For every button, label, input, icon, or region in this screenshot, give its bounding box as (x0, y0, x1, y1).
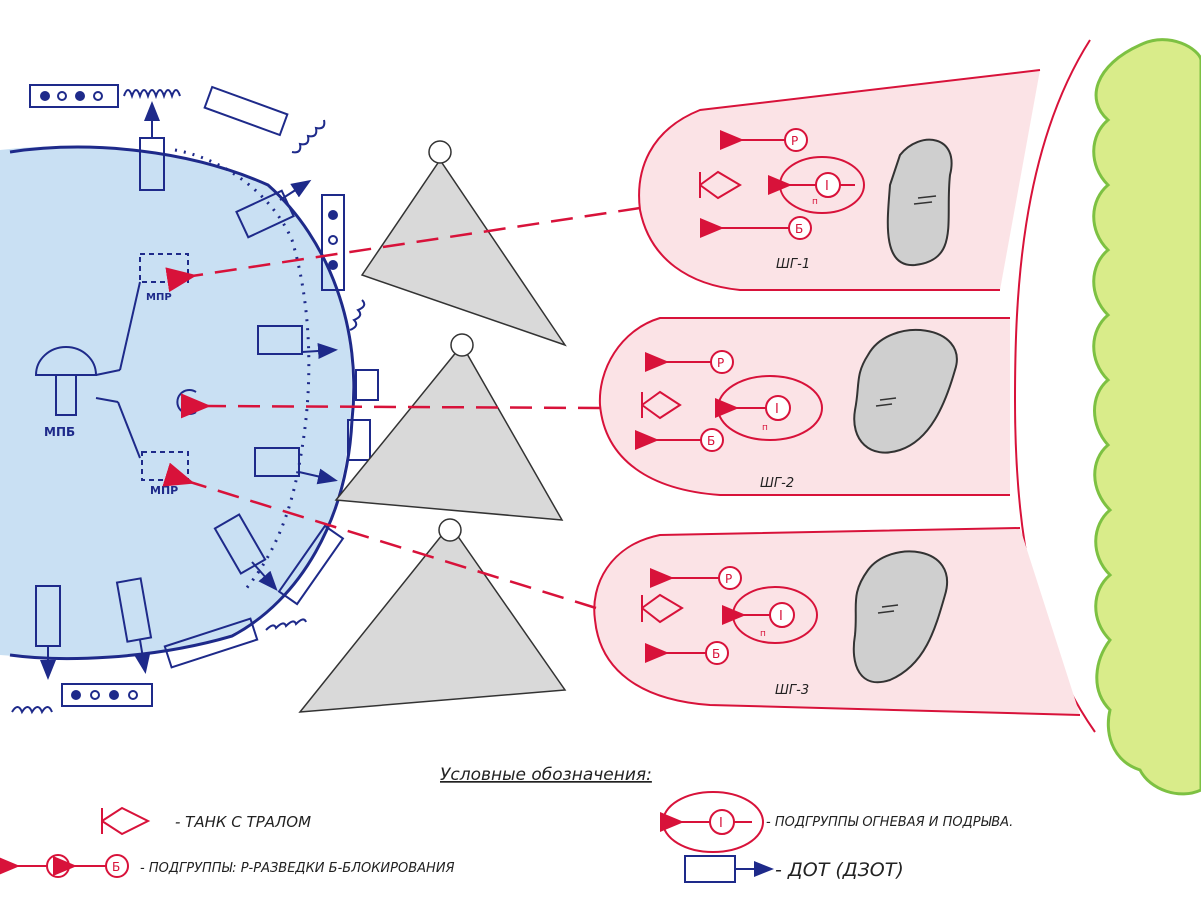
hills (298, 158, 567, 713)
legend-r-label: Р (53, 860, 60, 874)
sg3-r: Р (725, 572, 732, 586)
legend-tank-icon (101, 806, 151, 836)
mpb-symbol (34, 253, 197, 481)
legend-rb-text: - ПОДГРУППЫ: Р-РАЗВЕДКИ Б-БЛОКИРОВАНИЯ (140, 861, 455, 876)
defense-area (0, 146, 352, 658)
sg3-p: п (760, 629, 766, 639)
group-sg2 (598, 317, 1010, 496)
sg2-fire: I (775, 402, 779, 417)
group-sg3 (593, 527, 1081, 716)
label-sg2: ШГ-2 (760, 476, 794, 491)
sg2-b: Б (707, 434, 715, 448)
legend-dot-text: - ДОТ (ДЗОТ) (775, 859, 904, 881)
legend-dot-icon (684, 855, 774, 883)
label-mpb: МПБ (44, 425, 75, 439)
label-mpr-top: МПР (146, 292, 172, 303)
legend-fire-icon-label: I (719, 816, 723, 831)
label-sg3: ШГ-3 (775, 683, 809, 698)
label-mpr-bottom: МПР (150, 484, 178, 497)
sg1-fire: I (825, 179, 829, 194)
forest (1092, 38, 1201, 796)
sg2-r: Р (717, 356, 724, 370)
sg3-fire: I (779, 609, 783, 624)
legend-title: Условные обозначения: (440, 765, 652, 785)
legend-fire-text: - ПОДГРУППЫ ОГНЕВАЯ И ПОДРЫВА. (766, 815, 1013, 830)
sg3-b: Б (712, 647, 720, 661)
sg1-r: Р (791, 134, 798, 148)
sg1-p: п (812, 197, 818, 207)
hill-tops (428, 140, 474, 542)
legend-fire-icon (660, 791, 764, 853)
attack-lines (162, 206, 641, 610)
dot-bunkers (35, 101, 379, 680)
sg2-p: п (762, 423, 768, 433)
trench-line-inner (174, 148, 311, 591)
sg1-b: Б (795, 222, 803, 236)
label-sg1: ШГ-1 (776, 257, 810, 272)
group-sg1 (638, 69, 1041, 291)
legend-rb-icon (0, 854, 129, 878)
legend-tank-text: - ТАНК С ТРАЛОМ (175, 813, 311, 831)
minefields (29, 84, 345, 707)
legend-b-label: Б (112, 860, 120, 874)
